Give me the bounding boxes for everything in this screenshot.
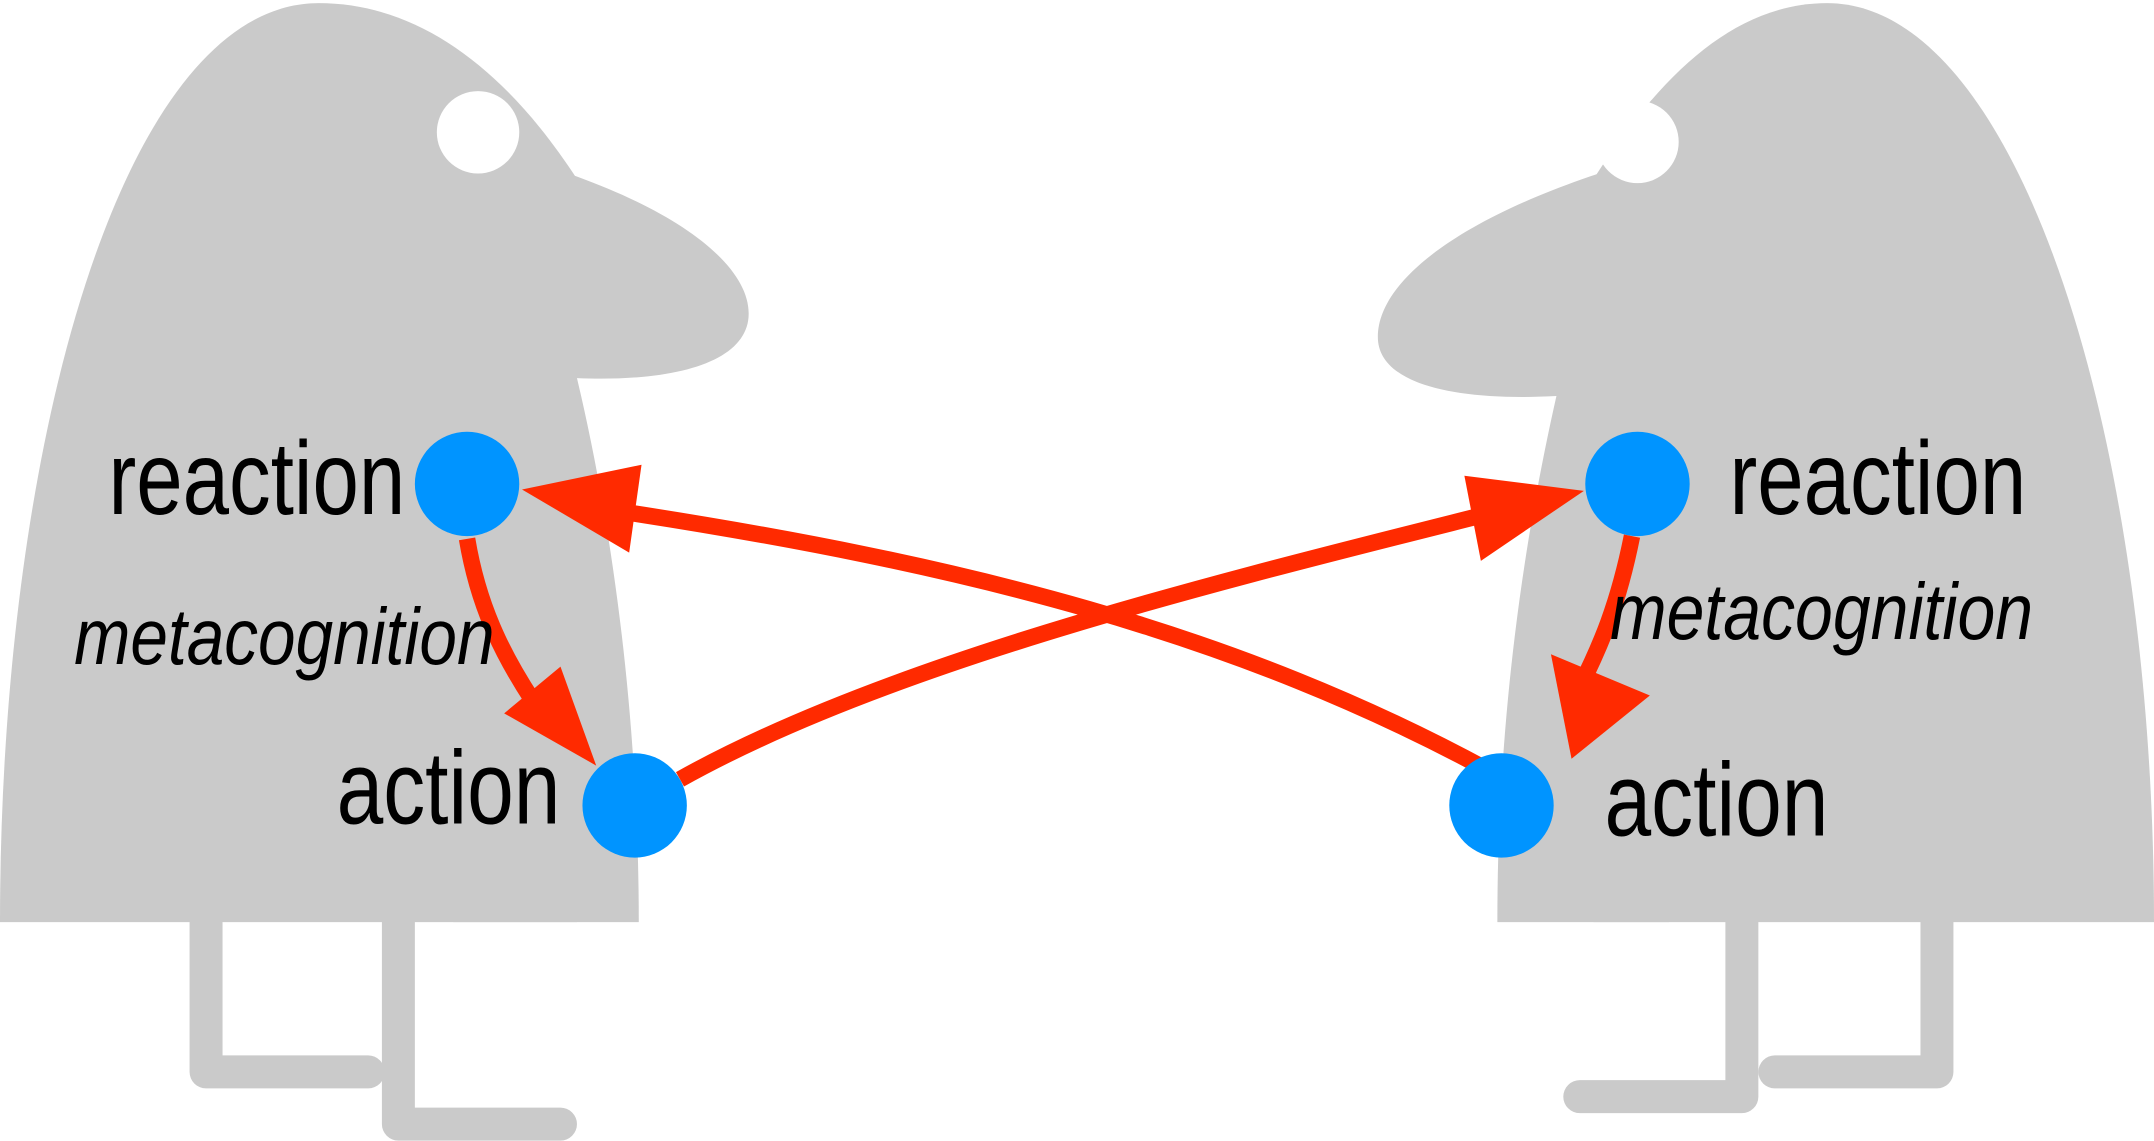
left-action-node xyxy=(582,753,686,857)
right-person-front-leg xyxy=(1580,922,1742,1096)
cross-arrows xyxy=(522,465,1584,780)
right-action-label: action xyxy=(1605,742,1829,859)
left-person-eye-icon xyxy=(442,97,513,168)
labels: reaction action metacognition reaction a… xyxy=(74,420,2033,858)
left-person xyxy=(0,3,749,1124)
arrow-left-action-to-right-reaction xyxy=(680,511,1497,779)
right-action-node xyxy=(1449,753,1553,857)
left-action-label: action xyxy=(337,729,561,846)
right-metacognition-label: metacognition xyxy=(1610,567,2033,656)
left-person-front-leg xyxy=(398,922,560,1124)
left-reaction-node xyxy=(415,432,519,536)
right-reaction-node xyxy=(1585,432,1689,536)
left-metacognition-label: metacognition xyxy=(74,592,494,681)
left-reaction-label: reaction xyxy=(109,420,406,537)
right-person-eye-icon xyxy=(1602,106,1673,177)
right-reaction-label: reaction xyxy=(1730,420,2027,537)
metacognition-arrows xyxy=(467,536,1650,765)
right-person-back-leg xyxy=(1775,922,1937,1072)
left-person-back-leg xyxy=(206,922,368,1072)
right-person-legs xyxy=(1580,922,1937,1096)
left-person-legs xyxy=(206,922,560,1124)
